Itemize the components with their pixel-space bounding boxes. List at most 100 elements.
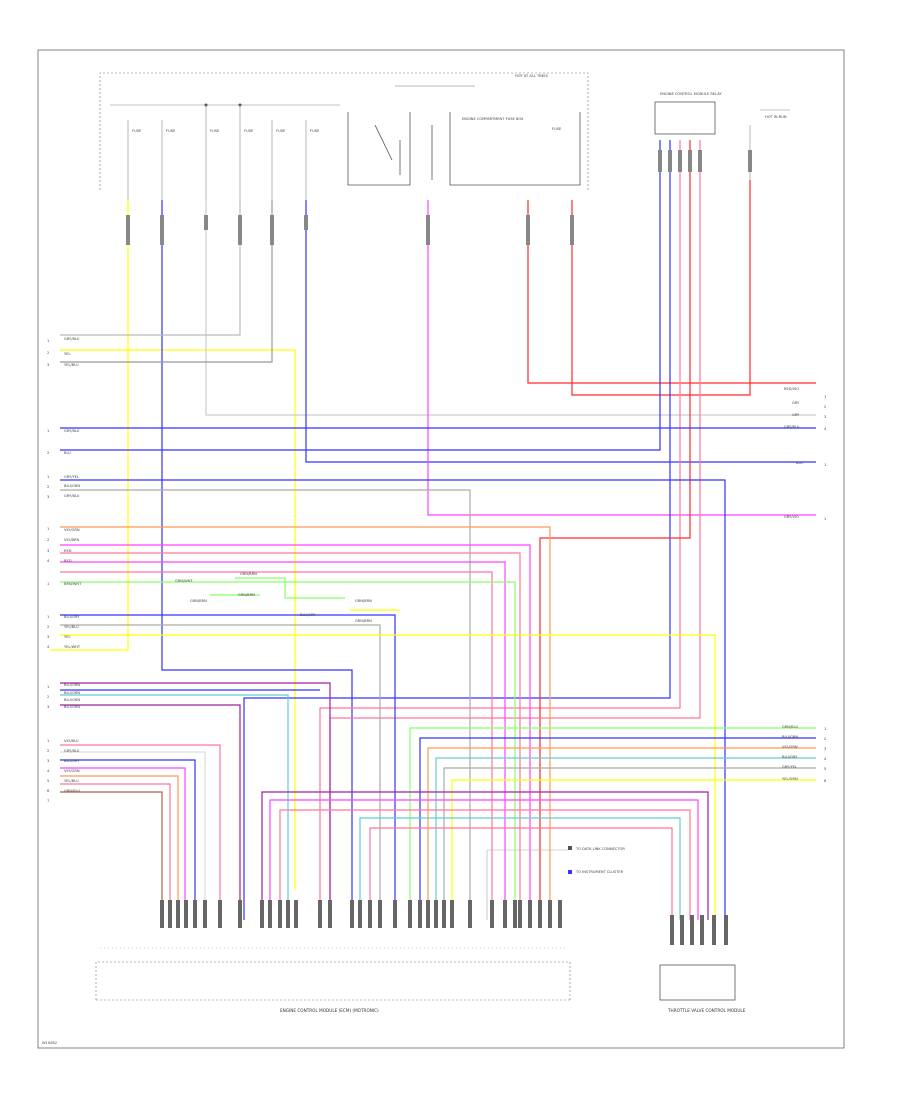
svg-text:FUSE: FUSE (132, 129, 142, 133)
wire-label: GRN/BRN (238, 593, 255, 597)
ecm-name: ENGINE CONTROL MODULE (ECM) (MOTRONIC) (280, 1008, 379, 1013)
connector-stubs (126, 150, 752, 245)
wire-label: GRY/BLU (64, 749, 80, 753)
svg-text:3: 3 (47, 495, 49, 499)
wire-label: BLU/GRN (64, 698, 80, 702)
svg-text:5: 5 (47, 779, 49, 783)
svg-text:4: 4 (47, 645, 50, 649)
wire-label: VIO/GRN (64, 769, 80, 773)
wire-bundle (50, 140, 816, 920)
wire-label: VIO/BRN (64, 538, 80, 542)
svg-text:6: 6 (824, 779, 827, 783)
ecm-pins (160, 900, 562, 928)
center-wire-labels: GRN/BRN GRN/WHT GRN/BRN GRN/BRN BLU/GRY … (175, 572, 372, 623)
right-connector-name: THROTTLE VALVE CONTROL MODULE (667, 1008, 746, 1013)
svg-text:3: 3 (47, 549, 49, 553)
svg-text:1: 1 (824, 517, 826, 521)
svg-text:2: 2 (47, 625, 49, 629)
wire-label: GRY/BLU (64, 429, 80, 433)
svg-text:2: 2 (47, 538, 49, 542)
svg-text:2: 2 (47, 749, 49, 753)
fuse-box-title: HOT AT ALL TIMES (515, 74, 549, 78)
wire-label: BLU/GRN (64, 484, 80, 488)
svg-text:1: 1 (47, 685, 49, 689)
wire-label: BLU/GRY (782, 755, 798, 759)
wire-label: YEL (64, 352, 70, 356)
wire-label: GRN/BRN (355, 619, 372, 623)
svg-text:1: 1 (824, 727, 826, 731)
svg-text:3: 3 (47, 759, 49, 763)
svg-text:2: 2 (47, 351, 49, 355)
wire-label: YEL/BLU (64, 363, 79, 367)
svg-text:3: 3 (824, 747, 826, 751)
svg-text:7: 7 (47, 799, 49, 803)
svg-text:1: 1 (47, 582, 49, 586)
wire-label: YEL/WHT (64, 645, 81, 649)
wire-label: GRY/BLU (64, 337, 80, 341)
fuse-box: HOT AT ALL TIMES FUSE FUSE FUSE FUSE FUS… (99, 72, 790, 200)
svg-text:4: 4 (47, 559, 50, 563)
wire-label: BLU/GRN (64, 705, 80, 709)
svg-text:3: 3 (47, 635, 49, 639)
svg-text:2: 2 (47, 451, 49, 455)
svg-text:1: 1 (47, 739, 49, 743)
right-module-box (654, 101, 716, 135)
svg-text:4: 4 (824, 757, 827, 761)
wire-label: YEL/BLU (64, 779, 79, 783)
wire-label: BLU (64, 451, 71, 455)
svg-text:3: 3 (47, 363, 49, 367)
svg-text:FUSE: FUSE (244, 129, 254, 133)
wire-label: BLU/GRN (64, 691, 80, 695)
wire-label: RED (64, 559, 72, 563)
wire-label: GRN/BRN (240, 572, 257, 576)
svg-text:FUSE: FUSE (166, 129, 176, 133)
wire-label: YEL (64, 635, 70, 639)
wire-label: VIO/GRN (782, 745, 798, 749)
aux-text: HOT IN RUN (765, 115, 787, 119)
wire-label: GRN/WHT (175, 579, 193, 583)
svg-text:FUSE: FUSE (552, 127, 562, 131)
wire-label: RED/VIO (784, 387, 799, 391)
svg-text:1: 1 (824, 395, 826, 399)
wire-label: GRY/BLU (64, 494, 80, 498)
right-module-text: ENGINE CONTROL MODULE RELAY (660, 92, 722, 96)
wire-label: BLU/GRY (300, 613, 316, 617)
wire-label: GRY/VIO (784, 515, 799, 519)
wire-label: BLU/GRY (64, 615, 80, 619)
svg-text:5: 5 (824, 767, 826, 771)
svg-text:6: 6 (47, 789, 50, 793)
page-id: W10082 (42, 1041, 57, 1045)
wire-label: GRN/BRN (355, 599, 372, 603)
throttle-connector: THROTTLE VALVE CONTROL MODULE (659, 915, 746, 1013)
wire-label: YEL/GRN (782, 777, 798, 781)
svg-text:1: 1 (47, 527, 49, 531)
wire-label: BLU/GRY (64, 759, 80, 763)
svg-text:2: 2 (47, 695, 49, 699)
svg-text:1: 1 (47, 475, 49, 479)
wire-label: VIO/GRN (64, 528, 80, 532)
right-wire-labels: RED/VIO GRY GRY GRY/BLU BLU GRY/VIO GRN/… (782, 387, 803, 781)
wire-label: BLU/GRN (782, 735, 798, 739)
wire-label: GRY (792, 401, 800, 405)
left-wire-labels: GRY/BLU YEL YEL/BLU GRY/BLU BLU GRY/YEL … (64, 337, 82, 793)
wire-label: RED (64, 549, 72, 553)
svg-text:1: 1 (47, 429, 49, 433)
svg-text:2: 2 (824, 405, 826, 409)
wire-label: GRN/BRN (190, 599, 207, 603)
note-2: TO INSTRUMENT CLUSTER (575, 870, 624, 874)
notes: TO DATA LINK CONNECTOR TO INSTRUMENT CLU… (486, 846, 625, 920)
svg-text:FUSE: FUSE (210, 129, 220, 133)
ecm-connector: ENGINE CONTROL MODULE (ECM) (MOTRONIC) (95, 900, 571, 1013)
note-1: TO DATA LINK CONNECTOR (575, 847, 625, 851)
svg-text:3: 3 (47, 705, 49, 709)
wire-label: VIO/BLU (64, 739, 79, 743)
svg-text:4: 4 (824, 427, 827, 431)
svg-text:3: 3 (824, 415, 826, 419)
svg-text:1: 1 (824, 463, 826, 467)
relay-box-text: ENGINE COMPARTMENT FUSE BOX (462, 117, 524, 121)
wire-label: BRN/WHT (64, 582, 82, 586)
svg-text:1: 1 (47, 615, 49, 619)
wire-label: YEL/BLU (64, 625, 79, 629)
